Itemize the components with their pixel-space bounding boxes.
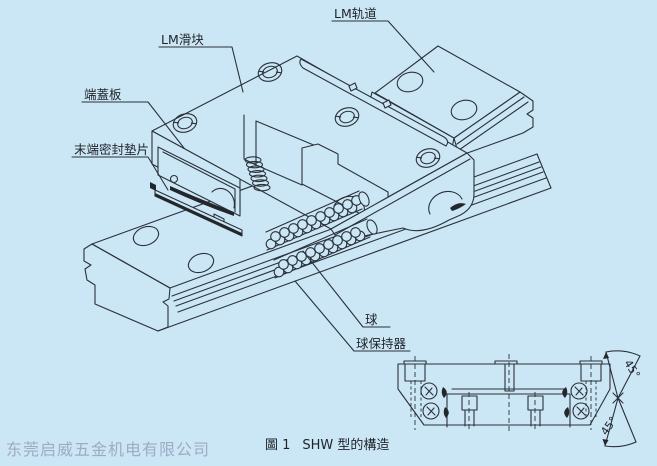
cross-section: 45° 45° xyxy=(397,350,643,448)
main-rail xyxy=(83,153,552,332)
label-end-seal: 末端密封墊片 xyxy=(74,142,149,157)
label-lm-block: LM滑块 xyxy=(161,32,204,47)
label-end-plate: 端蓋板 xyxy=(84,87,122,102)
label-ball: 球 xyxy=(365,312,378,327)
label-ball-retainer: 球保持器 xyxy=(356,336,407,351)
angle-top-label: 45° xyxy=(621,357,642,380)
block-mount-holes xyxy=(172,62,441,168)
label-lm-rail: LM轨道 xyxy=(334,6,377,21)
callouts: LM滑块 LM轨道 端蓋板 末端密封墊片 球 球保持器 xyxy=(71,6,435,352)
angle-bottom-label: 45° xyxy=(598,414,620,437)
block-body-end-face xyxy=(301,143,389,229)
ball-retainer-chains xyxy=(265,190,378,279)
watermark-text: 东莞启威五金机电有限公司 xyxy=(6,440,210,459)
retainer-spring xyxy=(244,156,271,192)
end-seal xyxy=(154,189,243,237)
